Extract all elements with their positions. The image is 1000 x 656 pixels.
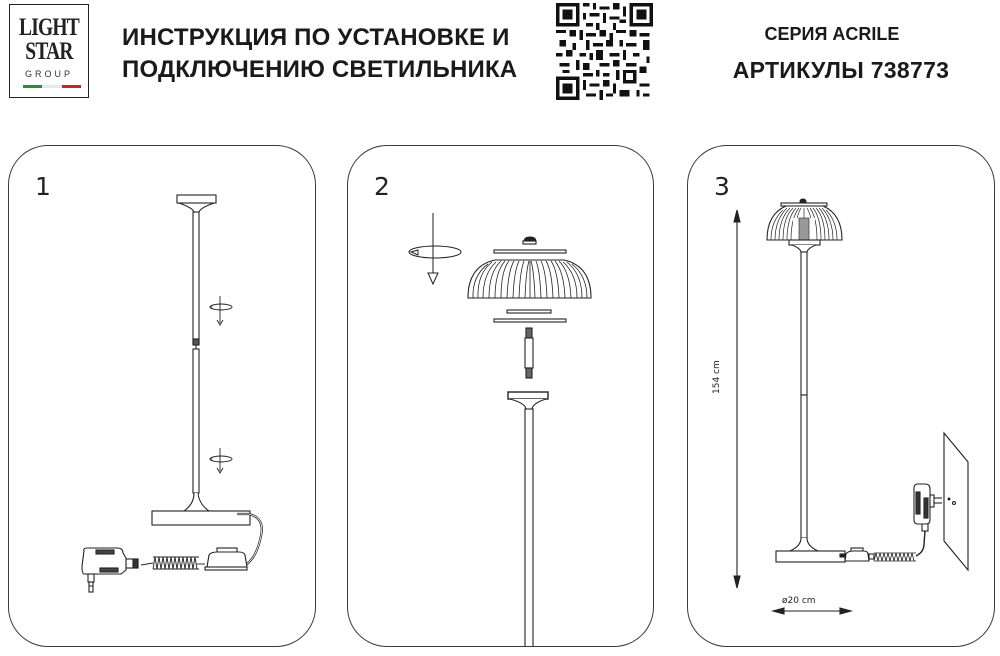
pole-top-icon [507, 391, 549, 646]
foot-switch-icon [839, 547, 875, 562]
step-number: 2 [374, 172, 390, 201]
title-line-2: ПОДКЛЮЧЕНИЮ СВЕТИЛЬНИКА [122, 56, 518, 83]
diameter-label: ø20 cm [782, 596, 816, 606]
threaded-rod-icon [524, 327, 534, 379]
lamp-base-icon [151, 510, 251, 526]
logo-text-group: GROUP [24, 69, 73, 79]
lamp-shade-icon [467, 259, 592, 299]
page-title: ИНСТРУКЦИЯ ПО УСТАНОВКЕ И ПОДКЛЮЧЕНИЮ СВ… [122, 22, 517, 86]
power-adapter-icon [81, 547, 139, 593]
wall-socket-icon [943, 431, 969, 572]
step-number: 3 [714, 172, 730, 201]
logo-text-light: LIGHT [18, 14, 80, 41]
qr-code-icon[interactable] [556, 3, 653, 100]
article-number: АРТИКУЛЫ 738773 [732, 57, 950, 83]
coiled-cable-icon [873, 530, 926, 562]
power-adapter-icon [913, 483, 942, 532]
assembled-lamp-icon [766, 198, 846, 563]
height-dimension-icon [733, 209, 741, 589]
step-number: 1 [35, 172, 51, 201]
pole-top-cap-icon [176, 194, 217, 213]
foot-switch-icon [204, 547, 248, 571]
title-line-1: ИНСТРУКЦИЯ ПО УСТАНОВКЕ И [122, 24, 510, 51]
step-1-panel: 1 [8, 145, 316, 647]
coiled-cable-icon [140, 556, 205, 570]
lightstar-logo: LIGHT STAR GROUP [9, 4, 89, 98]
height-label: 154 cm [712, 360, 722, 394]
step-2-panel: 2 [347, 145, 654, 647]
logo-text-star: STAR [25, 38, 73, 65]
italian-flag-stripe [23, 85, 81, 88]
diameter-dimension-icon [770, 607, 854, 615]
rotate-screw-icon [408, 213, 462, 286]
series-label: СЕРИЯ ACRILE [764, 24, 900, 44]
screw-rotate-icon [209, 448, 233, 474]
pole-segment-icon [192, 211, 200, 494]
step-3-panel: 3 [687, 145, 995, 647]
screw-rotate-icon [209, 296, 233, 326]
